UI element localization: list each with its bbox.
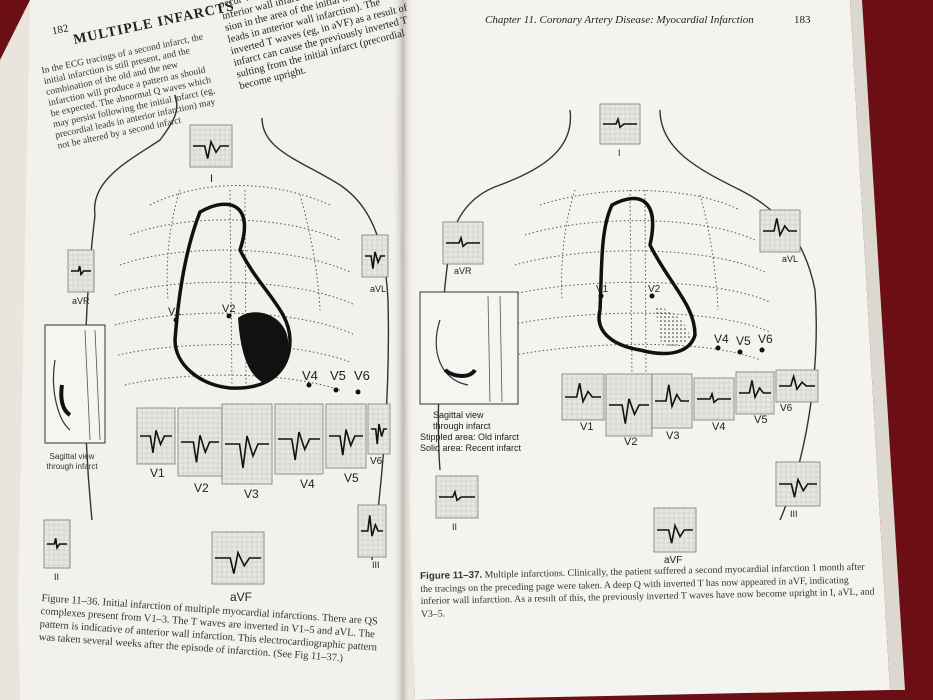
left-ecg-V1 [136,407,176,465]
right-lead-V5-label: V5 [754,414,768,426]
right-lead-V2-label: V2 [624,436,638,448]
left-ecg-aVF [211,531,265,585]
right-electrode-V6-label: V6 [758,332,773,346]
right-ecg-aVF [653,507,697,553]
left-ecg-I [189,124,233,168]
left-ecg-II [43,519,71,569]
left-ecg-aVR [67,249,95,293]
right-electrode-V4-label: V4 [714,332,729,346]
right-ecg-I [599,103,641,145]
right-electrode-V5-label: V5 [736,334,751,348]
right-lead-aVF-label: aVF [664,555,683,566]
right-page-number: 183 [794,14,811,26]
left-lead-II-label: II [54,572,60,582]
left-lead-V1-label: V1 [150,466,165,480]
left-lead-aVL-label: aVL [370,284,387,294]
left-ecg-III [357,504,387,558]
right-lead-V4-label: V4 [712,421,726,433]
right-sagittal-label-2: through infarct [433,421,491,431]
right-lead-II-label: II [452,522,458,532]
right-figure-caption-block: Figure 11–37. Multiple infarctions. Clin… [420,561,879,621]
right-stippled-label: Stippled area: Old infarct [420,432,520,442]
left-electrode-V1-label: V1 [168,306,182,318]
right-ecg-V5 [735,371,775,415]
right-ecg-V4 [693,377,735,421]
right-lead-V6-label: V6 [780,403,793,414]
left-lead-V6-label: V6 [370,456,383,467]
right-figure-caption: Multiple infarctions. Clinically, the pa… [420,561,875,620]
right-lead-I-label: I [618,148,621,158]
left-lead-V2-label: V2 [194,481,209,495]
right-ecg-V2 [605,373,653,437]
right-lead-III-label: III [790,509,798,519]
right-solid-label: Solid area: Recent infarct [420,443,522,453]
left-lead-I-label: I [210,173,214,185]
right-figure-label: Figure 11–37. [420,569,483,582]
right-ecg-aVR [442,221,484,265]
right-lead-V1-label: V1 [580,421,594,433]
left-electrode-V6-label: V6 [354,368,370,383]
right-lead-aVL-label: aVL [782,254,799,264]
right-lead-aVR-label: aVR [454,266,472,276]
right-ecg-V3 [651,373,693,429]
left-ecg-V4 [274,403,324,475]
left-ecg-V2 [177,407,223,477]
left-lead-V3-label: V3 [244,487,259,501]
right-electrode-V2-label: V2 [648,284,661,295]
right-ecg-III [775,461,821,507]
left-ecg-aVL [361,234,389,278]
left-lead-aVR-label: aVR [72,296,90,306]
left-lead-V5-label: V5 [344,471,359,485]
left-electrode-V4-label: V4 [302,368,318,383]
right-electrode-V1-label: V1 [596,284,609,295]
left-ecg-V5 [325,403,367,469]
left-sagittal-label: Sagittal view through infarct [46,452,98,471]
left-lead-III-label: III [372,560,380,570]
right-lead-V3-label: V3 [666,430,680,442]
right-ecg-II [435,475,479,519]
left-lead-V4-label: V4 [300,477,315,491]
right-chapter-header: Chapter 11. Coronary Artery Disease: Myo… [485,14,754,26]
right-sagittal-label-1: Sagittal view [433,410,484,420]
right-ecg-aVL [759,209,801,253]
left-ecg-V6 [367,403,391,455]
right-ecg-V1 [561,373,605,421]
left-electrode-V5-label: V5 [330,368,346,383]
right-ecg-V6 [775,369,819,403]
left-lead-aVF-label: aVF [230,590,253,604]
left-ecg-V3 [221,403,273,485]
left-electrode-V2-label: V2 [222,303,236,315]
